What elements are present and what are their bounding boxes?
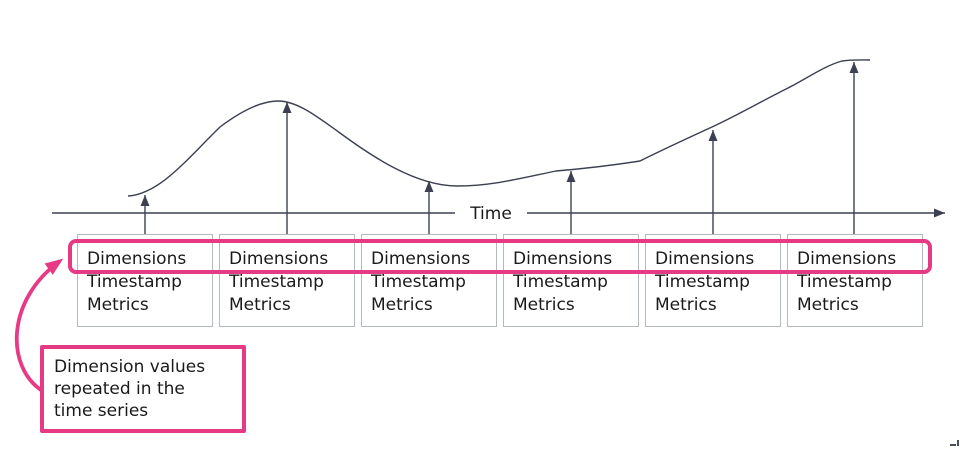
record-box-5: Dimensions Timestamp Metrics (645, 234, 781, 327)
artifact-mark (957, 440, 959, 446)
dimensions-row-highlight (68, 239, 932, 274)
record-box-2: Dimensions Timestamp Metrics (219, 234, 355, 327)
dimensions-cell: Dimensions (513, 249, 613, 269)
artifact-mark (950, 444, 956, 446)
timestamp-cell: Timestamp (655, 272, 750, 292)
record-box-1: Dimensions Timestamp Metrics (77, 234, 213, 327)
timestamp-cell: Timestamp (229, 272, 324, 292)
dimensions-cell: Dimensions (229, 249, 329, 269)
callout-box: Dimension values repeated in the time se… (40, 345, 246, 433)
metrics-cell: Metrics (513, 295, 575, 315)
metrics-cell: Metrics (797, 295, 859, 315)
timestamp-cell: Timestamp (371, 272, 466, 292)
dimensions-cell: Dimensions (371, 249, 471, 269)
timestamp-cell: Timestamp (513, 272, 608, 292)
metrics-cell: Metrics (229, 295, 291, 315)
timestamp-cell: Timestamp (797, 272, 892, 292)
metrics-cell: Metrics (655, 295, 717, 315)
dimensions-cell: Dimensions (655, 249, 755, 269)
callout-arrow (14, 258, 64, 392)
time-series-curve (127, 59, 871, 197)
record-box-4: Dimensions Timestamp Metrics (503, 234, 639, 327)
time-axis-label: Time (469, 204, 512, 224)
metrics-cell: Metrics (87, 295, 149, 315)
record-box-6: Dimensions Timestamp Metrics (787, 234, 923, 327)
dimensions-cell: Dimensions (797, 249, 897, 269)
metrics-cell: Metrics (371, 295, 433, 315)
dimensions-cell: Dimensions (87, 249, 187, 269)
timestamp-cell: Timestamp (87, 272, 182, 292)
record-box-3: Dimensions Timestamp Metrics (361, 234, 497, 327)
